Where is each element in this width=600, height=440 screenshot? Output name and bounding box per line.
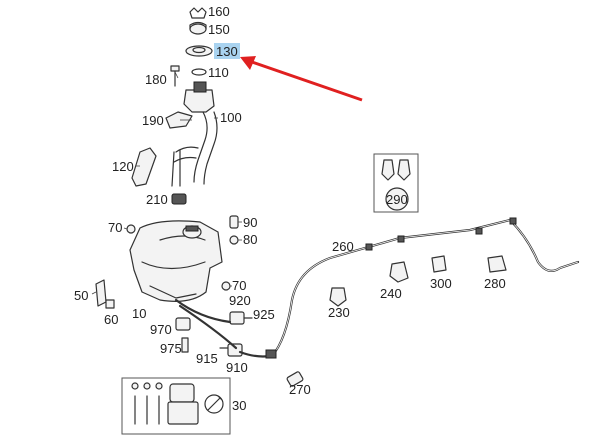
label-300: 300 [430, 276, 452, 291]
part-290-clips-box [373, 153, 419, 213]
label-160: 160 [208, 4, 230, 19]
label-240: 240 [380, 286, 402, 301]
part-50-bracket [95, 279, 107, 307]
label-260: 260 [332, 239, 354, 254]
red-pointer-arrow [240, 56, 363, 102]
part-110-o-ring [191, 68, 207, 76]
part-260-hose-line [265, 217, 580, 359]
label-915: 915 [196, 351, 218, 366]
part-120-hose-piece [131, 147, 157, 187]
part-975-valve [181, 337, 189, 353]
part-100-filler-neck [171, 81, 218, 187]
label-120: 120 [112, 159, 134, 174]
part-90-sensor [229, 215, 239, 229]
part-130-seal-ring [185, 45, 213, 57]
label-80: 80 [243, 232, 257, 247]
label-60: 60 [104, 312, 118, 327]
part-300-clip [431, 255, 447, 273]
label-925: 925 [253, 307, 275, 322]
label-210: 210 [146, 192, 168, 207]
label-70-lower: 70 [232, 278, 246, 293]
leader-lines [91, 71, 242, 295]
label-70-upper: 70 [108, 220, 122, 235]
part-80-grommet [229, 235, 239, 245]
part-270-connector [286, 371, 304, 387]
label-130: 130 [216, 44, 238, 59]
part-280-clip [487, 255, 507, 273]
part-10-reservoir-tank [129, 220, 223, 302]
part-180-bolt [170, 65, 180, 87]
label-970: 970 [150, 322, 172, 337]
label-150: 150 [208, 22, 230, 37]
label-975: 975 [160, 341, 182, 356]
part-70-grommet-lower [221, 281, 231, 291]
part-230-clip [329, 287, 347, 307]
part-130-highlight [214, 43, 240, 59]
label-230: 230 [328, 305, 350, 320]
part-70-grommet-upper [126, 224, 136, 234]
label-920: 920 [229, 293, 251, 308]
label-180: 180 [145, 72, 167, 87]
label-50: 50 [74, 288, 88, 303]
label-280: 280 [484, 276, 506, 291]
part-190-bracket [165, 111, 193, 129]
label-10: 10 [132, 306, 146, 321]
part-60-screw [105, 299, 115, 309]
label-90: 90 [243, 215, 257, 230]
label-910: 910 [226, 360, 248, 375]
label-100: 100 [220, 110, 242, 125]
label-30: 30 [232, 398, 246, 413]
label-190: 190 [142, 113, 164, 128]
label-110: 110 [208, 65, 229, 80]
wrench-icon [204, 394, 224, 414]
part-240-clip [389, 261, 409, 283]
part-160-clip [189, 7, 207, 19]
part-30-kit-box [121, 377, 231, 435]
part-920-pump [229, 311, 245, 325]
part-210-clip [171, 193, 187, 205]
part-970-pump [175, 317, 191, 331]
label-290: 290 [386, 192, 408, 207]
part-150-cap [189, 21, 207, 35]
label-270: 270 [289, 382, 311, 397]
part-910-pump [227, 343, 243, 357]
